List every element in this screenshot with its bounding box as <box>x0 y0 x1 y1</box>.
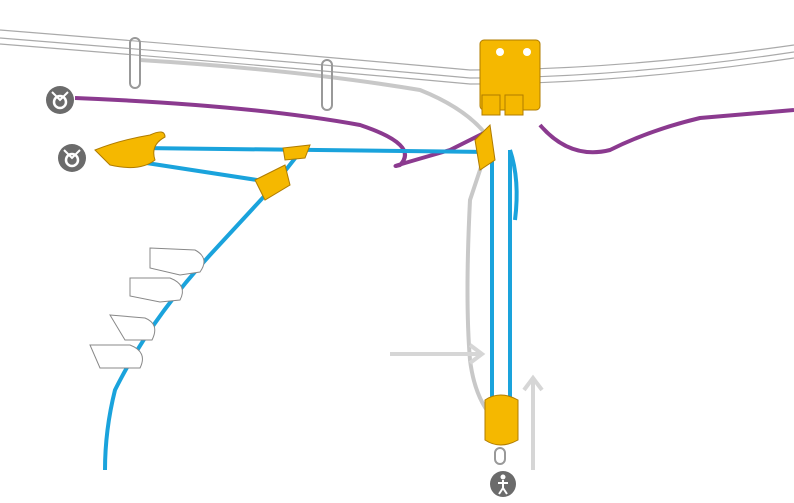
pulley <box>484 394 519 465</box>
grey-rope <box>139 58 497 422</box>
purple-rope <box>74 96 794 168</box>
climber-icon <box>490 471 516 497</box>
anchor-icon <box>58 144 86 172</box>
anchor-plate <box>479 39 541 116</box>
direction-arrows <box>390 343 544 470</box>
highline-cables <box>0 29 794 85</box>
carabiners <box>129 37 333 111</box>
blue-rope <box>103 146 519 471</box>
anchor-icon <box>46 86 74 114</box>
hands <box>89 247 205 369</box>
rope-clamps <box>94 123 496 201</box>
